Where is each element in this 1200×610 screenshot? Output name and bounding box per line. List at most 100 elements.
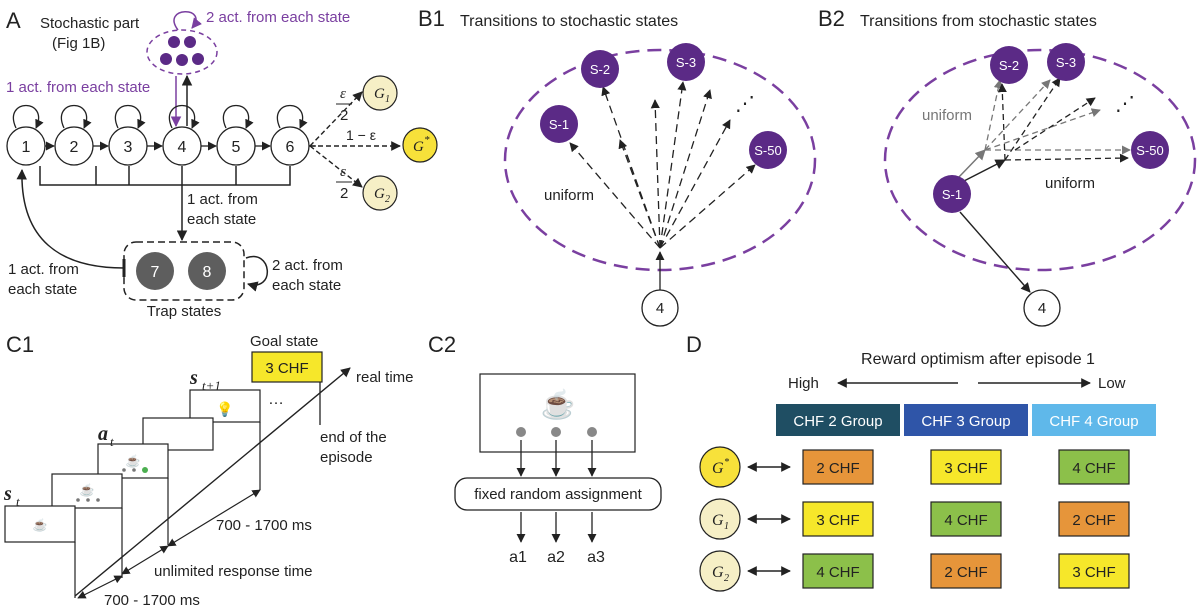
goal-state-value: 3 CHF [265,360,308,377]
b1-node-s3-label: S-3 [676,55,696,70]
c2-action-a1: a1 [509,549,527,566]
b1-node-4-label: 4 [656,300,664,317]
state-1-label: 1 [22,139,31,156]
panel-b2: B2 Transitions from stochastic states un… [818,6,1197,327]
d-title: Reward optimism after episode 1 [861,351,1095,368]
end-episode-2: episode [320,449,373,466]
d-low: Low [1098,375,1126,392]
b1-node-s1-label: S-1 [549,117,569,132]
panel-a: A Stochastic part (Fig 1B) 2 act. from e… [6,8,438,320]
c2-assignment: fixed random assignment [474,486,642,503]
self-loop-1 [12,105,44,129]
goal-g1-sub: 1 [385,94,390,105]
panel-c1: C1 Goal state 3 CHF end of the episode 💡… [3,332,414,609]
panel-d: D Reward optimism after episode 1 High L… [686,332,1156,592]
b2-s1-to-gray [957,149,986,179]
b1-node-s50-label: S-50 [754,143,781,158]
b1-uniform: uniform [544,187,594,204]
d-cell-label: 4 CHF [816,564,859,581]
two-top: 2 [340,107,348,124]
d-cell-label: 3 CHF [1072,564,1115,581]
trap-state-8 [188,252,226,290]
panel-letter-a: A [6,8,21,33]
d-cell [1058,553,1130,589]
d-cell-label: 4 CHF [944,512,987,529]
goal-g1-label: G [374,86,385,102]
panel-letter-d: D [686,332,702,357]
group-header-label: CHF 3 Group [921,413,1010,430]
c2-output-arrows [516,512,597,543]
one-act-purple-label: 1 act. from each state [6,79,150,96]
one-act-middle-2: each state [187,211,256,228]
end-episode-1: end of the [320,429,387,446]
d-cell-label: 2 CHF [1072,512,1115,529]
cluster-self-loop [173,11,203,31]
b2-title: Transitions from stochastic states [860,13,1097,30]
cup-icon-at: ☕ [126,453,141,468]
b1-title: Transitions to stochastic states [460,13,678,30]
b1-node-4 [641,289,679,327]
d-cell [802,501,874,537]
b1-node-s2 [581,50,619,88]
b1-arrows [569,81,756,249]
one-act-left-2: each state [8,281,77,298]
two-act-trap-1: 2 act. from [272,257,343,274]
one-act-middle-1: 1 act. from [187,191,258,208]
trap-to-1-arrow [16,168,126,278]
eps-top: ε [340,86,346,102]
bottom-bus [39,166,291,186]
d-goal-2 [699,550,741,592]
label-st: s [3,483,12,505]
b2-node-s1 [933,175,971,213]
b2-uniform-black: uniform [1045,175,1095,192]
b2-node-s3-label: S-3 [1056,55,1076,70]
b1-node-s2-label: S-2 [590,62,610,77]
stochastic-cluster [146,29,218,75]
stochastic-part-title: Stochastic part [40,15,140,32]
group-header-2 [776,404,900,436]
dur-arrow-2 [77,575,123,599]
group-header-label: CHF 4 Group [1049,413,1138,430]
screen-st [4,505,76,543]
b2-node-s1-label: S-1 [942,187,962,202]
goal-g2 [362,175,398,211]
one-act-left-1: 1 act. from [8,261,79,278]
b2-node-s3 [1047,43,1085,81]
d-cell [1058,501,1130,537]
cup-icon-st: ☕ [33,517,48,532]
b2-node-4-label: 4 [1038,300,1046,317]
real-time-axis [74,367,351,597]
label-st1-sub: t+1 [202,378,221,393]
goal-gstar [402,127,438,163]
panel-c2: C2 ☕ fixed random assignment a1 a2 a3 [428,332,662,566]
stochastic-part-subtitle: (Fig 1B) [52,35,105,52]
b1-node-s3 [667,43,705,81]
two-bottom: 2 [340,185,348,202]
trap-caption: Trap states [147,303,221,320]
panel-letter-b2: B2 [818,6,845,31]
b2-stochastic-ellipse [883,48,1197,272]
panel-letter-b1: B1 [418,6,445,31]
two-act-trap-2: each state [272,277,341,294]
goal-gstar-label: G [413,139,424,155]
dur-1: 700 - 1700 ms [216,517,312,534]
b2-node-4 [1023,289,1061,327]
label-st-sub: t [16,494,20,509]
c2-cup-icon: ☕ [541,387,576,421]
panel-letter-c2: C2 [428,332,456,357]
goal-g1 [362,75,398,111]
screen-st-cues [51,473,123,509]
b2-black-arrows [997,77,1129,163]
state-6-label: 6 [286,139,295,156]
trap-state-8-label: 8 [203,264,212,281]
d-cell [930,553,1002,589]
label-at: a [98,423,108,445]
state-3-label: 3 [124,139,133,156]
d-goal-mark: * [724,457,729,468]
b2-node-s50 [1131,131,1169,169]
self-loop-2 [60,105,92,129]
d-cell-label: 2 CHF [816,460,859,477]
b2-gray-arrows [984,79,1131,155]
d-goal-label: G [712,460,724,477]
